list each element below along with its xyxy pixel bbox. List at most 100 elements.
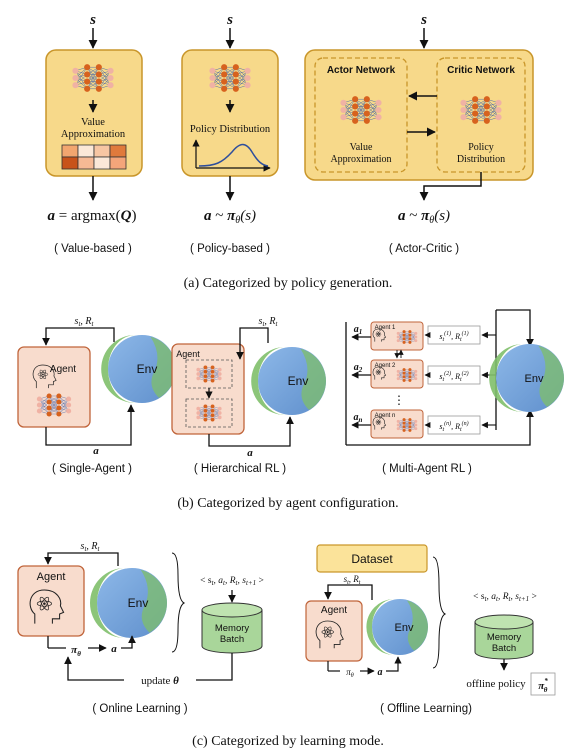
nn-node: [396, 423, 400, 427]
nn-node: [472, 110, 479, 117]
nn-node: [36, 402, 42, 408]
agent-2-row: Agent 2 st(2), Rt(2) a2: [351, 359, 481, 389]
nn-node: [217, 372, 222, 376]
nn-node: [396, 335, 400, 339]
nn-node: [375, 99, 382, 106]
sub-policy-box: [185, 398, 233, 428]
nn-node: [408, 340, 412, 344]
nn-node: [221, 78, 228, 85]
nn-node: [408, 428, 412, 432]
neural-network-icon: [196, 404, 222, 422]
state-s-label: s: [226, 12, 233, 28]
panel-b: Agent Env st, Rt a ( Single-Agent ) Agen…: [17, 309, 564, 511]
nn-node: [210, 378, 215, 383]
pi-theta-label: πθ: [346, 667, 354, 679]
hierarchical-block: Agent Env st, Rt a ( Hierarchical RL ): [171, 316, 326, 475]
nn-node: [232, 78, 239, 85]
nn-node: [36, 408, 42, 414]
nn-node: [495, 114, 502, 121]
nn-node: [72, 74, 79, 82]
nn-node: [84, 64, 91, 71]
neural-network-icon: [396, 330, 418, 344]
nn-node: [340, 99, 347, 106]
nn-node: [408, 337, 412, 341]
nn-node: [408, 371, 412, 375]
nn-node: [402, 371, 406, 375]
env-label: Env: [128, 596, 149, 610]
nn-node: [460, 99, 467, 106]
nn-node: [408, 368, 412, 372]
nn-node: [396, 373, 400, 377]
nn-node: [460, 114, 467, 121]
nn-node: [56, 405, 62, 411]
nn-node: [203, 417, 208, 422]
nn-node: [244, 67, 251, 74]
agent-1-row: Agent 1 st(1), Rt(1) a1: [351, 321, 481, 351]
env-globe: [489, 344, 564, 412]
nn-node: [196, 406, 201, 411]
nn-node: [232, 64, 239, 71]
neural-network-icon: [209, 64, 251, 92]
offline-learning-block: Dataset st, Rt Agent Env πθ a < st, at, …: [305, 544, 556, 715]
nn-node: [210, 417, 215, 422]
nn-node: [414, 335, 418, 339]
nn-node: [56, 393, 62, 399]
nn-node: [472, 103, 479, 110]
nn-node: [352, 117, 359, 124]
nn-node: [209, 82, 216, 89]
nn-node: [414, 373, 418, 377]
agent-action-label: a1: [354, 324, 363, 336]
nn-node: [460, 106, 467, 114]
nn-node: [196, 372, 201, 376]
transition-tuple-label: < st, at, Rt, st+1 >: [473, 592, 537, 603]
dataset-label: Dataset: [351, 552, 393, 566]
feedback-label: st, Rt: [81, 541, 101, 553]
panel-b-subtitle: (b) Categorized by agent configuration.: [177, 496, 398, 511]
agent-action-label: an: [354, 412, 363, 424]
distribution-curve-icon: [192, 139, 271, 172]
nn-node: [375, 114, 382, 121]
nn-node: [66, 408, 72, 414]
panel-a-subtitle: (a) Categorized by policy generation.: [184, 276, 393, 291]
agent-state-label: st(2), Rt(2): [439, 370, 468, 383]
dataset-box: [316, 544, 428, 573]
nn-node: [483, 103, 490, 110]
nn-node: [352, 110, 359, 117]
nn-node: [396, 377, 400, 381]
actor-critic-formula: a ~ πθ(s): [398, 208, 450, 226]
agent-label: Agent: [37, 571, 66, 583]
neural-network-icon: [396, 418, 418, 432]
nn-node: [402, 368, 406, 372]
nn-node: [408, 375, 412, 379]
nn-node: [340, 114, 347, 121]
nn-node: [217, 406, 222, 411]
nn-node: [221, 64, 228, 71]
value-based-caption: ( Value-based ): [54, 243, 132, 255]
agent-head-icon: [372, 366, 387, 380]
value-based-formula: a = argmax(Q): [47, 208, 136, 224]
nn-node: [232, 71, 239, 78]
env-label: Env: [525, 373, 544, 385]
agent-head-icon: [32, 364, 57, 389]
nn-node: [203, 413, 208, 418]
nn-node: [408, 330, 412, 334]
online-caption: ( Online Learning ): [92, 703, 187, 715]
nn-node: [95, 85, 102, 92]
nn-node: [244, 82, 251, 89]
nn-node: [340, 106, 347, 114]
nn-node: [402, 330, 406, 334]
nn-node: [210, 369, 215, 374]
nn-node: [196, 367, 201, 372]
nn-node: [396, 419, 400, 423]
nn-node: [244, 74, 251, 82]
nn-node: [72, 67, 79, 74]
nn-node: [352, 103, 359, 110]
pi-theta-label: πθ: [71, 644, 81, 658]
transition-tuple-label: < st, at, Rt, st+1 >: [200, 576, 264, 587]
nn-node: [414, 423, 418, 427]
